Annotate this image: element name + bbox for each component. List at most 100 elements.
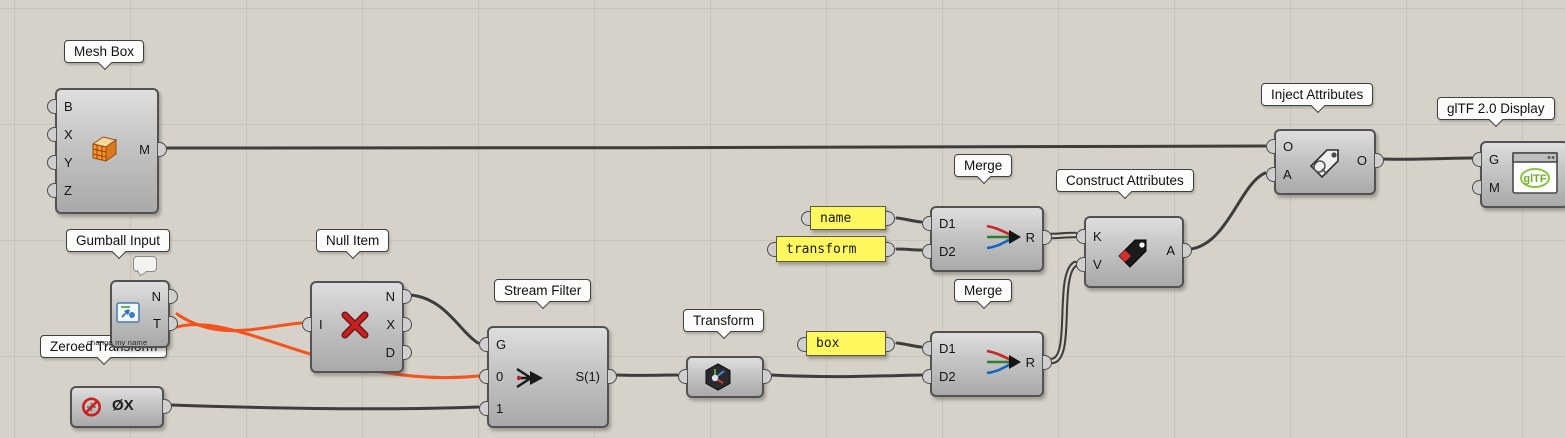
input-port-k[interactable]: K [1093,229,1102,244]
input-nub-d2[interactable] [922,369,931,384]
input-nub-1[interactable] [479,401,488,416]
input-nub-a[interactable] [1266,167,1275,182]
input-nub-0[interactable] [479,369,488,384]
input-port-z[interactable]: Z [64,183,72,198]
label-construct-attributes: Construct Attributes [1056,169,1194,192]
input-nub-v[interactable] [1076,257,1085,272]
input-port-v[interactable]: V [1093,257,1102,272]
null-item-icon [339,309,371,346]
input-port-d2[interactable]: D2 [939,369,956,384]
wire-merge-to-construct-k-gap [1049,233,1077,238]
wire-gumball-to-null[interactable] [175,312,303,333]
gltf-logo-icon: glTF [1512,151,1560,202]
wire-null-to-stream[interactable] [409,293,480,345]
component-gltf-display[interactable]: G M glTF [1472,141,1565,208]
input-nub-i[interactable] [302,317,311,332]
component-inject-attributes[interactable]: O A O [1266,129,1384,195]
label-stream-filter: Stream Filter [494,279,592,302]
comment-bubble-icon[interactable] [133,256,157,272]
input-port-d2[interactable]: D2 [939,244,956,259]
component-construct-attributes[interactable]: K V A [1076,216,1192,288]
panel-box[interactable]: box [797,331,895,356]
panel-input-nub[interactable] [767,242,776,257]
gumball-hint-text: change my name [87,338,148,347]
input-nub-k[interactable] [1076,229,1085,244]
component-mesh-box[interactable]: B X Y Z M [47,88,167,214]
label-gumball-input: Gumball Input [66,229,171,252]
panel-input-nub[interactable] [801,211,810,226]
tag-search-icon [1306,143,1344,186]
input-nub-g[interactable] [479,337,488,352]
wire-box-to-merge[interactable] [895,341,923,349]
input-port-i[interactable]: I [319,317,323,332]
output-port-n[interactable]: N [151,289,161,304]
output-port-n[interactable]: N [385,289,395,304]
input-nub-d1[interactable] [922,216,931,231]
input-nub-b[interactable] [47,99,56,114]
label-merge-bottom: Merge [954,279,1013,302]
input-port-o[interactable]: O [1283,139,1294,154]
input-nub-x[interactable] [47,127,56,142]
component-stream-filter[interactable]: G 0 1 S(1) [479,326,617,428]
component-zeroed-transform[interactable]: ØX [70,386,172,428]
wire-mesh-to-inject[interactable] [164,144,1267,150]
input-port-d1[interactable]: D1 [939,216,956,231]
input-port-a[interactable]: A [1283,167,1292,182]
output-port-m[interactable]: M [139,142,150,157]
wire-zeroed-to-stream[interactable] [169,403,480,411]
input-port-m[interactable]: M [1489,180,1500,195]
label-null-item: Null Item [316,229,390,252]
wire-transform-to-merge[interactable] [769,373,923,379]
input-port-d1[interactable]: D1 [939,341,956,356]
input-nub-m[interactable] [1472,180,1481,195]
input-port-g[interactable]: G [1489,152,1500,167]
input-nub-y[interactable] [47,155,56,170]
output-port-x[interactable]: X [386,317,395,332]
tag-icon [1114,233,1152,276]
component-gumball-input[interactable]: N T [110,280,178,348]
panel-text: box [816,336,840,351]
output-port-s[interactable]: S(1) [575,369,600,384]
input-port-1[interactable]: 1 [496,401,504,416]
wire-name-to-merge[interactable] [895,216,923,224]
component-null-item[interactable]: I N X D [302,281,412,373]
wire-transformpanel-to-merge[interactable] [895,247,923,252]
panel-text: transform [786,241,857,257]
wire-inject-to-gltf[interactable] [1381,156,1474,161]
input-port-g[interactable]: G [496,337,507,352]
input-port-x[interactable]: X [64,127,73,142]
output-port-a[interactable]: A [1166,243,1175,258]
label-mesh-box: Mesh Box [64,40,145,63]
component-transform[interactable] [678,356,772,398]
panel-transform[interactable]: transform [767,236,895,262]
panel-name[interactable]: name [801,206,895,230]
input-port-0[interactable]: 0 [496,369,504,384]
label-transform: Transform [683,309,765,332]
input-nub-o[interactable] [1266,139,1275,154]
wire-construct-to-inject[interactable] [1189,171,1267,251]
output-port-o[interactable]: O [1356,153,1367,168]
component-merge-top[interactable]: D1 D2 R [922,206,1052,272]
panel-text: name [820,210,852,226]
label-gltf-display: glTF 2.0 Display [1437,97,1555,120]
component-merge-bottom[interactable]: D1 D2 R [922,331,1052,397]
panel-input-nub[interactable] [797,337,806,352]
input-nub-z[interactable] [47,183,56,198]
wire-gumball-to-stream[interactable] [175,323,480,380]
input-nub-d2[interactable] [922,244,931,259]
input-nub-d1[interactable] [922,341,931,356]
merge-icon [984,345,1022,386]
label-inject-attributes: Inject Attributes [1261,83,1374,106]
transform-icon [704,363,732,396]
gumball-icon [116,299,142,332]
zeroed-transform-value: ØX [112,397,134,414]
input-port-y[interactable]: Y [64,155,73,170]
input-port-b[interactable]: B [64,99,73,114]
output-port-d[interactable]: D [385,345,395,360]
output-port-r[interactable]: R [1025,230,1035,245]
input-nub-g[interactable] [1472,152,1481,167]
output-port-r[interactable]: R [1025,355,1035,370]
input-nub-transform[interactable] [678,369,687,384]
output-port-t[interactable]: T [153,316,161,331]
